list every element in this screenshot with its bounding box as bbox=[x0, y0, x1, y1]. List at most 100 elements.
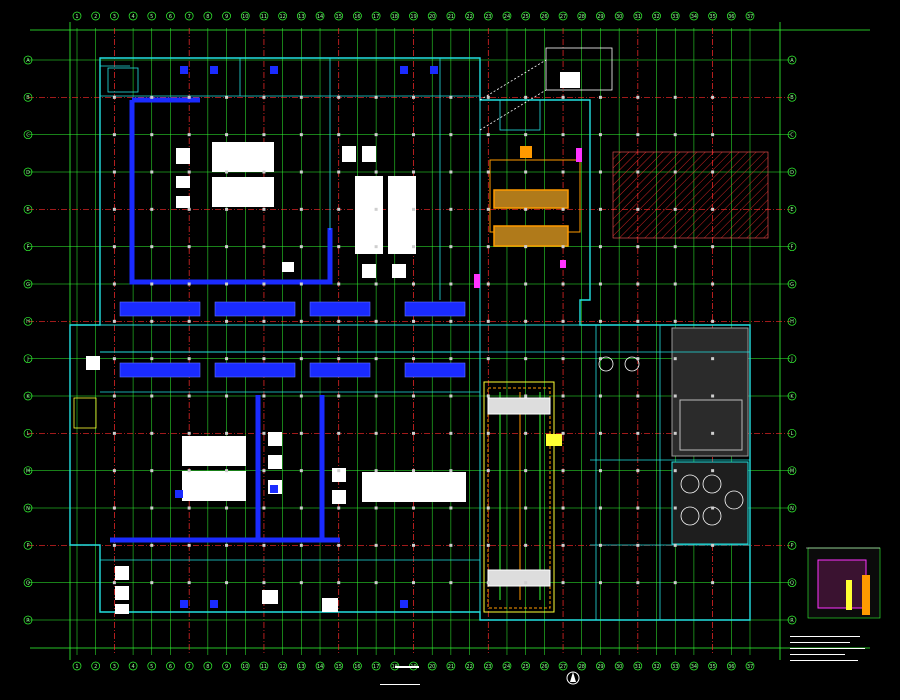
grid-bubble-right-K bbox=[787, 391, 797, 401]
column-mark bbox=[337, 170, 341, 174]
grid-label-left-C: C bbox=[26, 132, 30, 138]
column-mark bbox=[673, 469, 677, 473]
grid-bubble-bottom-12 bbox=[278, 661, 287, 671]
equipment-rows bbox=[119, 301, 466, 378]
grid-label-right-B: B bbox=[790, 95, 794, 101]
grid-bubble-top-2 bbox=[91, 11, 101, 21]
column-mark bbox=[225, 245, 229, 249]
column-mark bbox=[711, 469, 715, 473]
column-mark bbox=[187, 394, 191, 398]
column-mark bbox=[299, 95, 303, 99]
grid-label-top-19: 19 bbox=[410, 14, 416, 20]
grid-label-bottom-24: 24 bbox=[504, 664, 510, 670]
column-mark bbox=[337, 282, 341, 286]
grid-label-bottom-6: 6 bbox=[169, 664, 172, 670]
grid-bubble-top-14 bbox=[315, 11, 325, 21]
column-mark bbox=[673, 282, 677, 286]
grid-bubble-top-4 bbox=[128, 11, 138, 21]
column-mark bbox=[673, 245, 677, 249]
grid-label-top-22: 22 bbox=[466, 14, 472, 20]
grid-bubble-top-33 bbox=[670, 11, 680, 21]
column-mark bbox=[524, 319, 528, 323]
column-mark bbox=[636, 506, 640, 510]
column-mark bbox=[711, 133, 715, 137]
column-mark bbox=[561, 95, 565, 99]
column-mark bbox=[187, 282, 191, 286]
grid-bubble-top-34 bbox=[689, 11, 699, 21]
column-mark bbox=[561, 282, 565, 286]
grid-bubble-left-D bbox=[23, 167, 33, 177]
grid-label-right-N: N bbox=[790, 506, 794, 512]
column-mark bbox=[299, 506, 303, 510]
column-mark bbox=[150, 469, 154, 473]
grid-label-bottom-11: 11 bbox=[261, 664, 267, 670]
column-mark bbox=[673, 207, 677, 211]
column-mark bbox=[673, 506, 677, 510]
column-mark bbox=[598, 207, 602, 211]
grid-label-right-A: A bbox=[790, 58, 794, 64]
grid-label-bottom-18: 18 bbox=[392, 664, 398, 670]
grid-label-bottom-34: 34 bbox=[691, 664, 697, 670]
grid-label-bottom-33: 33 bbox=[672, 664, 678, 670]
grid-label-right-J: J bbox=[790, 356, 792, 362]
column-mark bbox=[187, 245, 191, 249]
grid-bubble-bottom-34 bbox=[689, 661, 699, 671]
column-mark bbox=[636, 543, 640, 547]
grid-label-top-4: 4 bbox=[131, 14, 134, 20]
column-mark bbox=[412, 469, 415, 473]
grid-bubble-left-G bbox=[23, 279, 33, 289]
grid-bubble-right-G bbox=[787, 279, 797, 289]
column-mark bbox=[412, 133, 415, 137]
grid-bubble-top-12 bbox=[278, 11, 287, 21]
column-mark bbox=[598, 394, 602, 398]
column-mark bbox=[561, 506, 565, 510]
column-mark bbox=[225, 506, 229, 510]
grid-label-bottom-2: 2 bbox=[94, 664, 97, 670]
column-mark bbox=[412, 170, 415, 174]
grid-label-top-3: 3 bbox=[113, 14, 116, 20]
grid-bubble-left-K bbox=[23, 391, 33, 401]
column-mark bbox=[561, 394, 565, 398]
grid-bubble-bottom-9 bbox=[222, 661, 231, 671]
column-mark bbox=[187, 95, 191, 99]
grid-bubble-bottom-2 bbox=[91, 661, 101, 671]
column-mark bbox=[225, 133, 229, 137]
column-mark bbox=[449, 431, 453, 435]
column-mark bbox=[299, 245, 303, 249]
column-mark bbox=[374, 95, 378, 99]
grid-bubble-bottom-21 bbox=[446, 661, 456, 671]
column-mark bbox=[150, 207, 154, 211]
grid-label-bottom-4: 4 bbox=[131, 664, 134, 670]
detail-callout bbox=[479, 47, 613, 131]
grid-label-left-N: N bbox=[26, 506, 30, 512]
grid-label-right-L: L bbox=[791, 431, 794, 437]
grid-label-right-C: C bbox=[790, 132, 794, 138]
grid-label-top-36: 36 bbox=[728, 14, 734, 20]
column-mark bbox=[711, 170, 715, 174]
column-mark bbox=[486, 543, 490, 547]
grid-label-top-21: 21 bbox=[448, 14, 454, 20]
grid-label-bottom-29: 29 bbox=[597, 664, 603, 670]
column-mark bbox=[449, 95, 453, 99]
column-mark bbox=[225, 394, 229, 398]
column-mark bbox=[374, 282, 378, 286]
grid-label-top-9: 9 bbox=[225, 14, 228, 20]
column-mark bbox=[187, 207, 191, 211]
column-mark bbox=[486, 394, 490, 398]
grid-label-top-8: 8 bbox=[206, 14, 209, 20]
column-mark bbox=[262, 207, 266, 211]
column-mark bbox=[412, 319, 415, 323]
grid-label-left-K: K bbox=[26, 394, 30, 400]
column-mark bbox=[225, 95, 229, 99]
grid-bubble-top-20 bbox=[427, 11, 437, 21]
column-mark bbox=[337, 394, 341, 398]
grid-label-top-37: 37 bbox=[747, 14, 753, 20]
column-mark bbox=[262, 170, 266, 174]
column-mark bbox=[449, 170, 453, 174]
column-mark bbox=[636, 170, 640, 174]
column-mark bbox=[299, 319, 303, 323]
column-mark bbox=[374, 581, 378, 585]
grid-label-top-20: 20 bbox=[429, 14, 435, 20]
grid-bubble-top-27 bbox=[558, 11, 568, 21]
grid-label-top-12: 12 bbox=[279, 14, 285, 20]
